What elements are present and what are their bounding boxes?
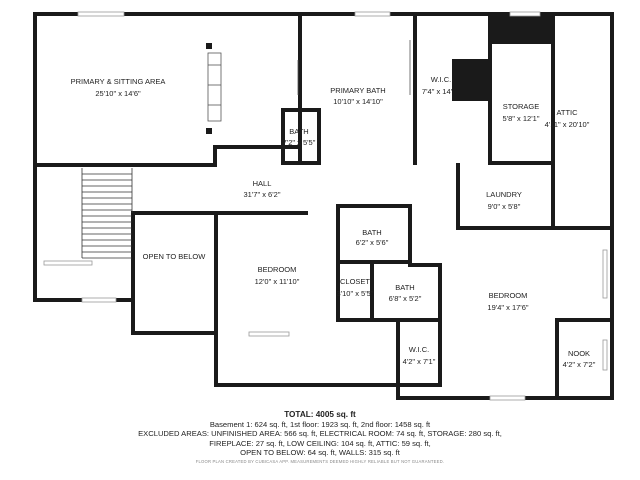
room-dimensions: 4'2" x 7'1" xyxy=(403,357,436,366)
room-name: PRIMARY & SITTING AREA xyxy=(71,77,166,86)
room-name: OPEN TO BELOW xyxy=(143,252,207,261)
room-dimensions: 25'10" x 14'6" xyxy=(95,89,141,98)
room-dimensions: 5'8" x 12'1" xyxy=(503,114,540,123)
room-dimensions: 4'2" x 7'2" xyxy=(563,360,596,369)
room-dimensions: 7'2" x 5'5" xyxy=(283,138,316,147)
floor-breakdown: Basement 1: 624 sq. ft, 1st floor: 1923 … xyxy=(209,419,431,429)
excluded-areas: EXCLUDED AREAS: UNFINISHED AREA: 566 sq.… xyxy=(138,429,502,439)
area-summary: TOTAL: 4005 sq. ft Basement 1: 624 sq. f… xyxy=(0,410,640,465)
room-dimensions: 19'4" x 17'6" xyxy=(487,303,528,312)
room-dimensions: 4'11" x 20'10" xyxy=(545,120,590,129)
room-name: W.I.C. xyxy=(409,345,429,354)
room-labels: PRIMARY & SITTING AREA 25'10" x 14'6" PR… xyxy=(71,75,596,369)
total-area: TOTAL: 4005 sq. ft xyxy=(284,410,356,419)
room-name: BATH xyxy=(362,228,381,237)
windows xyxy=(43,11,608,401)
room-name: BATH xyxy=(395,283,414,292)
fixtures xyxy=(207,40,411,122)
fills xyxy=(206,14,553,134)
room-dimensions: 12'0" x 11'10" xyxy=(255,277,300,286)
room-dimensions: 10'10" x 14'10" xyxy=(333,97,383,106)
room-name: STORAGE xyxy=(503,102,540,111)
room-name: BEDROOM xyxy=(258,265,297,274)
room-dimensions: 9'0" x 5'8" xyxy=(488,202,521,211)
room-dimensions: 7'4" x 14' xyxy=(422,87,453,96)
room-name: CLOSET xyxy=(340,277,370,286)
room-name: BATH xyxy=(289,127,308,136)
stairs xyxy=(81,168,133,259)
disclaimer: FLOOR PLAN CREATED BY CUBICASA APP. MEAS… xyxy=(195,458,445,464)
excluded-areas-cont: FIREPLACE: 27 sq. ft, LOW CEILING: 104 s… xyxy=(209,438,431,448)
room-name: W.I.C. xyxy=(431,75,451,84)
room-name: BEDROOM xyxy=(489,291,528,300)
walls xyxy=(33,12,614,400)
room-name: PRIMARY BATH xyxy=(330,86,385,95)
excluded-areas-end: OPEN TO BELOW: 64 sq. ft, WALLS: 315 sq.… xyxy=(240,448,400,458)
room-name: HALL xyxy=(253,179,272,188)
room-name: ATTIC xyxy=(556,108,578,117)
room-dimensions: 6'2" x 5'6" xyxy=(356,238,389,247)
room-name: NOOK xyxy=(568,349,590,358)
room-dimensions: 31'7" x 6'2" xyxy=(244,190,281,199)
room-dimensions: 6'8" x 5'2" xyxy=(389,294,422,303)
floor-plan: PRIMARY & SITTING AREA 25'10" x 14'6" PR… xyxy=(33,11,614,401)
room-name: LAUNDRY xyxy=(486,190,522,199)
room-dimensions: 3'10" x 5'5" xyxy=(337,289,374,298)
